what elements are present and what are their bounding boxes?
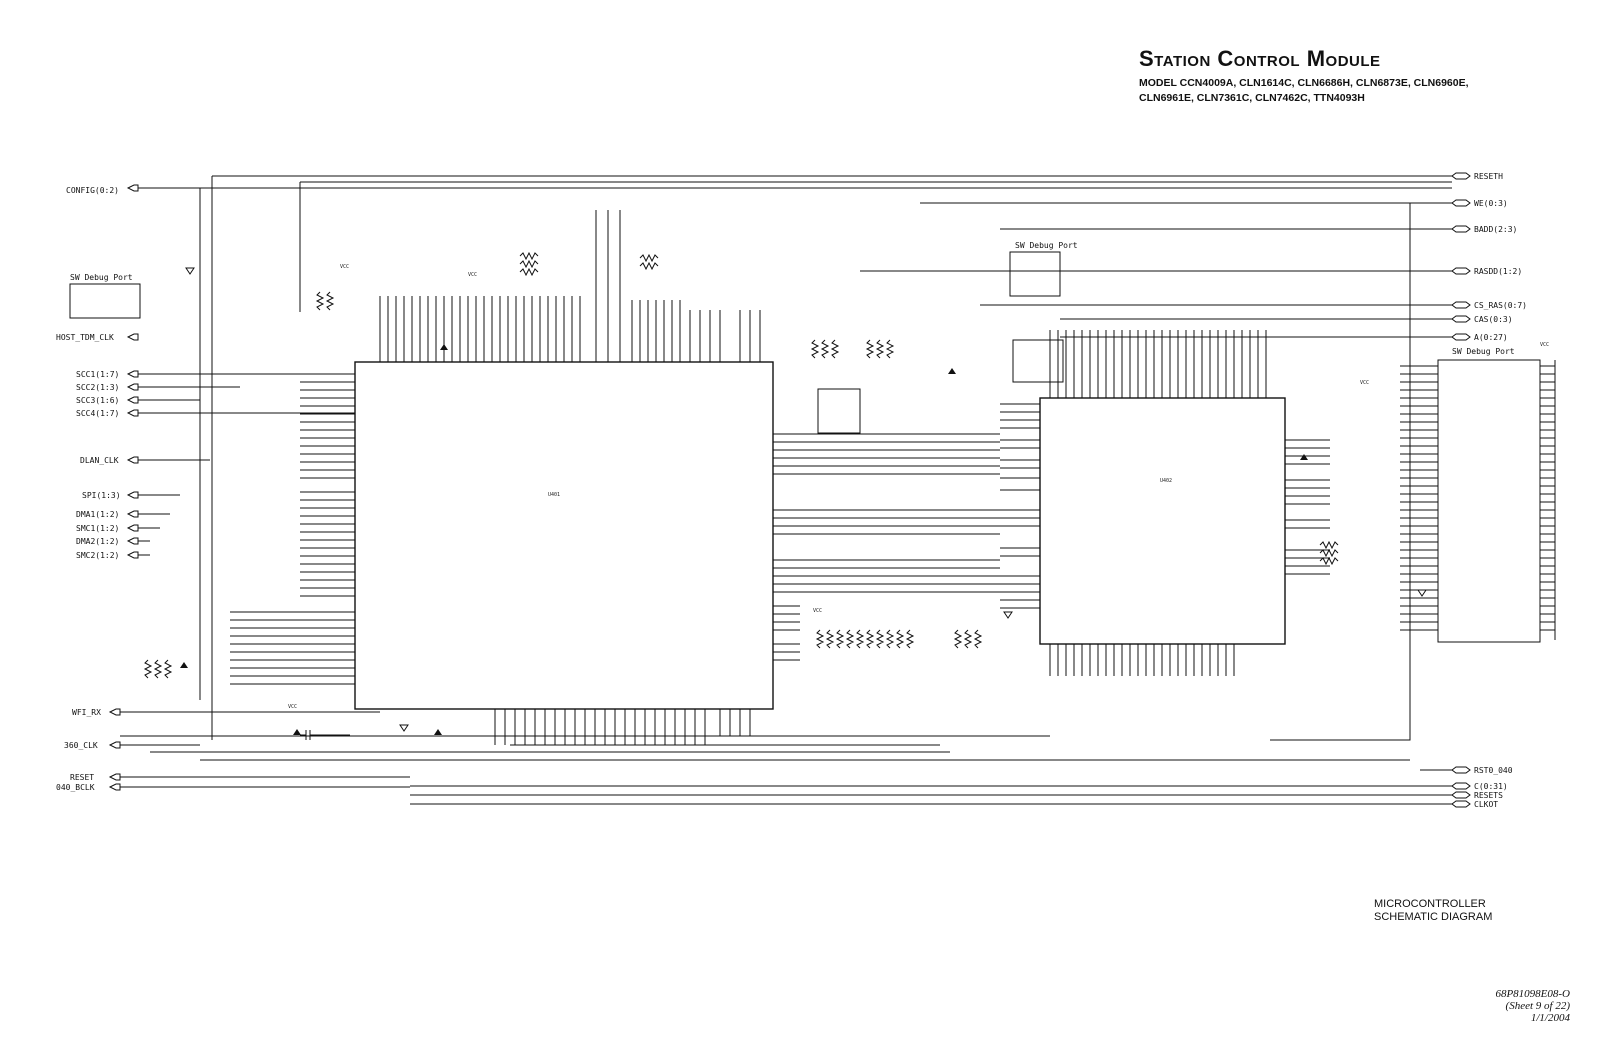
left-signal-label: HOST_TDM_CLK	[56, 333, 114, 342]
doc-date: 1/1/2004	[1530, 1012, 1570, 1024]
right-debug-rows	[1400, 360, 1556, 640]
u402-pins	[1000, 330, 1330, 676]
debug-port-right-label: SW Debug Port	[1452, 347, 1515, 356]
capacitor-c1161	[300, 730, 350, 740]
chip-u402-label: U402	[1160, 478, 1172, 484]
left-signal-label: SCC2(1:3)	[76, 383, 119, 392]
debug-connector-center-2	[1012, 339, 1064, 383]
debug-connector-right	[1437, 359, 1541, 643]
left-signal-label: DLAN_CLK	[80, 456, 119, 465]
chip-u402	[1039, 397, 1286, 645]
right-signal-label: CS_RAS(0:7)	[1474, 301, 1527, 310]
left-signal-label: CONFIG(0:2)	[66, 186, 119, 195]
vcc-label: VCC	[340, 264, 349, 270]
right-signal-label: BADD(2:3)	[1474, 225, 1517, 234]
bus-wires	[120, 175, 1452, 805]
right-signal-label: RST0_040	[1474, 766, 1513, 775]
right-signal-label: RESETH	[1474, 172, 1503, 181]
ground-symbols	[185, 267, 1427, 732]
left-signal-label: SCC4(1:7)	[76, 409, 119, 418]
resistor-networks	[143, 251, 1339, 679]
right-signal-label: WE(0:3)	[1474, 199, 1508, 208]
left-signal-label: 360_CLK	[64, 741, 98, 750]
page-title: Station Control Module	[1139, 46, 1381, 71]
right-signal-label: RESETS	[1474, 791, 1503, 800]
caption-line-2: SCHEMATIC DIAGRAM	[1374, 911, 1493, 923]
right-signal-label: C(0:31)	[1474, 782, 1508, 791]
document-reference: 68P81098E08-O (Sheet 9 of 22) 1/1/2004	[1460, 988, 1570, 1024]
debug-connector-small	[817, 388, 861, 434]
left-signal-label: DMA2(1:2)	[76, 537, 119, 546]
debug-connector-left	[69, 283, 141, 319]
model-line-2: CLN6961E, CLN7361C, CLN7462C, TTN4093H	[1139, 92, 1365, 104]
left-signal-label: SMC1(1:2)	[76, 524, 119, 533]
u401-top-pins	[379, 210, 761, 362]
left-signal-label: DMA1(1:2)	[76, 510, 119, 519]
vcc-label: VCC	[813, 608, 822, 614]
model-line-1: MODEL CCN4009A, CLN1614C, CLN6686H, CLN6…	[1139, 77, 1469, 89]
left-signal-label: RESET	[70, 773, 94, 782]
vcc-label: VCC	[1360, 380, 1369, 386]
debug-port-left-label: SW Debug Port	[70, 273, 133, 282]
left-signal-label: SCC1(1:7)	[76, 370, 119, 379]
left-signal-label: WFI_RX	[72, 708, 101, 717]
doc-number: 68P81098E08-O	[1495, 988, 1570, 1000]
vcc-label: VCC	[288, 704, 297, 710]
diagram-caption: MICROCONTROLLER SCHEMATIC DIAGRAM	[1374, 898, 1492, 924]
right-signal-label: CAS(0:3)	[1474, 315, 1513, 324]
u401-right-pins	[773, 433, 1000, 661]
doc-sheet: (Sheet 9 of 22)	[1505, 1000, 1570, 1012]
vcc-label: VCC	[468, 272, 477, 278]
right-signal-label: CLKOT	[1474, 800, 1498, 809]
right-signal-label: RASDD(1:2)	[1474, 267, 1522, 276]
chip-u401	[354, 361, 774, 710]
caption-line-1: MICROCONTROLLER	[1374, 898, 1486, 910]
right-signal-label: A(0:27)	[1474, 333, 1508, 342]
model-list: MODEL CCN4009A, CLN1614C, CLN6686H, CLN6…	[1139, 76, 1579, 106]
vcc-symbols: VCC VCC VCC VCC VCC VCC	[180, 264, 1549, 735]
left-signal-label: SCC3(1:6)	[76, 396, 119, 405]
left-signal-label: SPI(1:3)	[82, 491, 121, 500]
right-connectors: RESETH WE(0:3) BADD(2:3) RASDD(1:2) CS_R…	[1451, 172, 1527, 809]
u401-left-pins	[230, 373, 355, 685]
left-connectors: CONFIG(0:2) HOST_TDM_CLK SCC1(1:7) SCC2(…	[56, 184, 1452, 792]
chip-u401-label: U401	[548, 492, 560, 498]
vcc-label: VCC	[1540, 342, 1549, 348]
left-signal-label: 040_BCLK	[56, 783, 95, 792]
debug-port-center-label: SW Debug Port	[1015, 241, 1078, 250]
u401-bottom-pins	[494, 709, 751, 745]
left-signal-label: SMC2(1:2)	[76, 551, 119, 560]
debug-connector-center	[1009, 251, 1061, 297]
